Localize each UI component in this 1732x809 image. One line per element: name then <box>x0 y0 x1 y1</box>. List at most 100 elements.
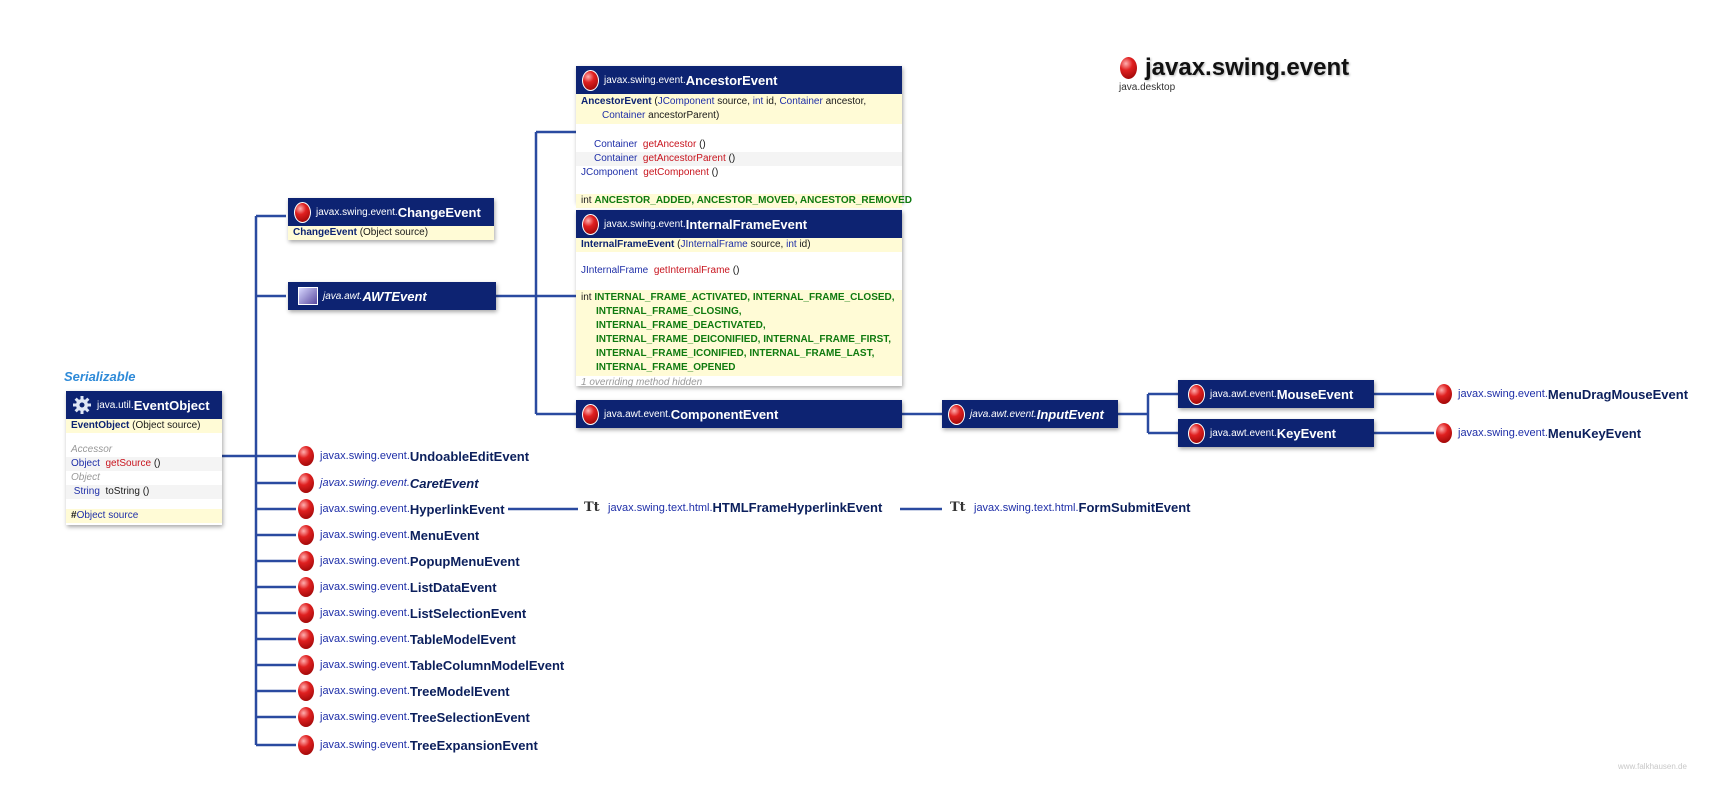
bean-icon <box>298 551 314 571</box>
field-decl: Object source <box>76 510 139 521</box>
subclass-item[interactable]: javax.swing.event.PopupMenuEvent <box>298 551 520 571</box>
param-type: Container <box>779 96 823 107</box>
class-name: PopupMenuEvent <box>409 553 520 569</box>
subclass-item[interactable]: javax.swing.event.TreeSelectionEvent <box>298 707 530 727</box>
class-package: javax.swing.event. <box>320 450 410 462</box>
constant-line: INTERNAL_FRAME_ACTIVATED, INTERNAL_FRAME… <box>594 292 895 303</box>
hidden-methods-note: 1 overriding method hidden <box>581 377 703 388</box>
subclass-item[interactable]: javax.swing.event.TreeModelEvent <box>298 681 510 701</box>
subclass-item[interactable]: javax.swing.event.CaretEvent <box>298 473 479 493</box>
bean-icon <box>298 629 314 649</box>
bean-icon <box>298 707 314 727</box>
constant-type: int <box>581 292 592 303</box>
class-name: EventObject <box>133 397 210 413</box>
subclass-item[interactable]: javax.swing.event.TreeExpansionEvent <box>298 735 538 755</box>
ancestorevent-class-box[interactable]: javax.swing.event. AncestorEvent Ancesto… <box>576 66 912 208</box>
bean-icon <box>298 446 314 466</box>
class-package: javax.swing.event. <box>320 529 410 541</box>
param-name: ancestor, <box>825 96 867 107</box>
constructor-name: AncestorEvent <box>581 96 652 107</box>
componentevent-class-box[interactable]: java.awt.event. ComponentEvent <box>576 400 902 428</box>
class-package: javax.swing.text.html. <box>974 501 1079 514</box>
param-name: source, <box>717 96 750 107</box>
bean-icon <box>948 403 965 425</box>
constant-line: INTERNAL_FRAME_OPENED <box>596 362 736 373</box>
bean-icon <box>294 201 311 223</box>
class-package: javax.swing.event. <box>1458 427 1548 439</box>
method-args: () <box>153 458 161 469</box>
footer-credit: www.falkhausen.de <box>1618 762 1687 771</box>
bean-icon <box>298 473 314 493</box>
class-name: MenuEvent <box>409 527 480 543</box>
class-package: javax.swing.event. <box>604 218 686 230</box>
bean-icon <box>298 577 314 597</box>
class-package: java.awt.event. <box>604 408 671 420</box>
param-type: int <box>786 239 797 250</box>
bean-icon <box>1120 57 1137 79</box>
text-type-icon: Tt <box>950 499 966 515</box>
class-package: javax.swing.event. <box>1458 388 1548 400</box>
constant-line: INTERNAL_FRAME_DEACTIVATED, <box>596 320 766 331</box>
class-package: javax.swing.event. <box>320 607 410 619</box>
method-args: () <box>728 153 736 164</box>
mouseevent-class-box[interactable]: java.awt.event. MouseEvent <box>1178 380 1374 408</box>
class-package: java.util. <box>97 399 134 411</box>
awtevent-class-box[interactable]: java.awt. AWTEvent <box>288 282 496 310</box>
class-package: java.awt. <box>323 290 363 302</box>
param-name: id) <box>799 239 811 250</box>
eventobject-class-box[interactable]: java.util. EventObject EventObject (Obje… <box>66 391 222 525</box>
class-name: CaretEvent <box>409 475 479 491</box>
bean-icon <box>298 499 314 519</box>
class-name: InputEvent <box>1036 406 1104 422</box>
method-name: getSource <box>105 458 152 469</box>
class-name: ComponentEvent <box>670 406 779 422</box>
class-package: javax.swing.event. <box>320 477 410 489</box>
method-args: () <box>732 265 740 276</box>
bean-icon <box>582 213 599 235</box>
class-name: FormSubmitEvent <box>1078 500 1191 515</box>
module-name: java.desktop <box>1119 82 1176 93</box>
class-name: ListDataEvent <box>409 579 497 595</box>
changeevent-class-box[interactable]: javax.swing.event. ChangeEvent ChangeEve… <box>288 198 494 240</box>
formsubmitevent-class[interactable]: Tt javax.swing.text.html. FormSubmitEven… <box>950 500 1191 515</box>
method-args: () <box>142 486 150 497</box>
bean-icon <box>1188 422 1205 444</box>
subclass-item[interactable]: javax.swing.event.HyperlinkEvent <box>298 499 505 519</box>
method-return-type: JComponent <box>581 167 638 178</box>
subclass-item[interactable]: javax.swing.event.MenuEvent <box>298 525 479 545</box>
bean-icon <box>1436 423 1452 443</box>
constructor-name: InternalFrameEvent <box>581 239 675 250</box>
subclass-item[interactable]: javax.swing.event.ListDataEvent <box>298 577 497 597</box>
constructor-name: EventObject <box>71 420 130 431</box>
class-name: TreeExpansionEvent <box>409 737 538 753</box>
subclass-item[interactable]: javax.swing.event.TableColumnModelEvent <box>298 655 564 675</box>
bean-icon <box>582 69 599 91</box>
param-type: JComponent <box>657 96 715 107</box>
constant-list: ANCESTOR_ADDED, ANCESTOR_MOVED, ANCESTOR… <box>594 195 912 206</box>
class-name: ChangeEvent <box>397 204 481 220</box>
subclass-item[interactable]: javax.swing.event.ListSelectionEvent <box>298 603 526 623</box>
class-package: javax.swing.event. <box>320 659 410 671</box>
class-name: AWTEvent <box>362 288 427 304</box>
bean-icon <box>298 525 314 545</box>
inputevent-class-box[interactable]: java.awt.event. InputEvent <box>942 400 1118 428</box>
subclass-item[interactable]: javax.swing.event.UndoableEditEvent <box>298 446 529 466</box>
class-name: TableModelEvent <box>409 631 516 647</box>
constructor-args: (Object source) <box>132 420 201 431</box>
protected-field-mark: # <box>71 510 77 521</box>
subclass-item[interactable]: javax.swing.event.TableModelEvent <box>298 629 516 649</box>
internalframeevent-class-box[interactable]: javax.swing.event. InternalFrameEvent In… <box>576 210 902 388</box>
class-package: javax.swing.event. <box>320 581 410 593</box>
param-type: Container <box>602 110 646 121</box>
accessor-label: Accessor <box>71 444 113 455</box>
class-package: javax.swing.event. <box>604 74 686 86</box>
class-name: ListSelectionEvent <box>409 605 527 621</box>
keyevent-class-box[interactable]: java.awt.event. KeyEvent <box>1178 419 1374 447</box>
menukeyevent-class[interactable]: javax.swing.event. MenuKeyEvent <box>1436 423 1641 443</box>
htmlframehyperlinkevent-class[interactable]: Tt javax.swing.text.html. HTMLFrameHyper… <box>584 500 882 515</box>
method-args: () <box>699 139 706 150</box>
serializable-label: Serializable <box>64 369 136 384</box>
constant-line: INTERNAL_FRAME_ICONIFIED, INTERNAL_FRAME… <box>596 348 875 359</box>
menudragmouseevent-class[interactable]: javax.swing.event. MenuDragMouseEvent <box>1436 384 1688 404</box>
